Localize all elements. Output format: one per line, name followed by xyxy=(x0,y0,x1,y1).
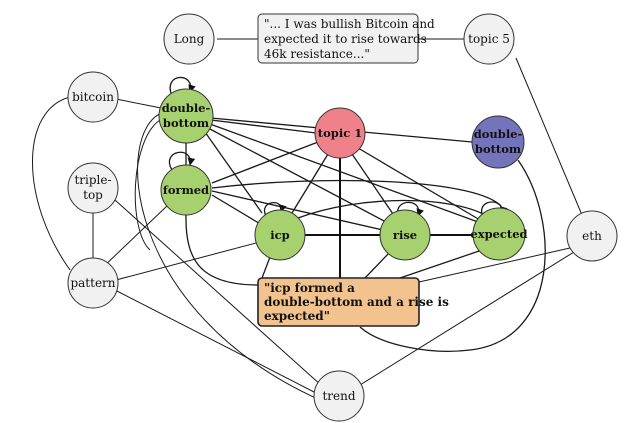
node-double-bottom-blue-line2: bottom xyxy=(475,142,521,156)
node-double-bottom-blue-line1: double- xyxy=(474,127,523,141)
bottom-quote-line2: double-bottom and a rise is xyxy=(264,295,449,309)
node-double-bottom-green: double- bottom xyxy=(158,88,214,144)
edge-eth-trend xyxy=(359,251,575,386)
bottom-quote-line1: "icp formed a xyxy=(264,281,355,295)
top-quote-line1: "... I was bullish Bitcoin and xyxy=(264,17,435,31)
edge-formed-pattern xyxy=(99,204,169,271)
node-trend: trend xyxy=(313,370,365,422)
node-expected-label: expected xyxy=(470,227,527,241)
node-icp-label: icp xyxy=(270,228,289,242)
node-double-bottom-green-line2: bottom xyxy=(163,116,209,130)
node-formed: formed xyxy=(160,164,212,216)
edge-bitcoin-doublebottom xyxy=(115,98,162,109)
edge-rise-note xyxy=(364,251,391,279)
edge-formed-expected xyxy=(211,179,501,206)
node-long-label: Long xyxy=(174,32,205,46)
top-quote-line2: expected it to rise towards xyxy=(264,32,427,46)
node-topic5: topic 5 xyxy=(463,13,515,65)
node-topic1: topic 1 xyxy=(314,107,366,159)
node-topic1-label: topic 1 xyxy=(318,126,362,140)
node-bitcoin-label: bitcoin xyxy=(72,90,114,104)
node-double-bottom-green-line1: double- xyxy=(162,101,211,115)
node-triple-top-line1: triple- xyxy=(74,173,111,187)
node-rise-label: rise xyxy=(393,228,417,242)
edge-topic1-expected xyxy=(357,147,481,221)
edge-eth-note xyxy=(418,247,571,283)
edge-formed-note xyxy=(185,213,259,286)
edge-db-topic1 xyxy=(210,119,317,134)
node-eth-label: eth xyxy=(582,229,602,243)
loop-icp xyxy=(263,202,287,217)
loop-formed xyxy=(168,151,196,171)
edge-db-loop-left xyxy=(134,119,161,251)
node-eth: eth xyxy=(566,210,618,262)
node-pattern: pattern xyxy=(67,257,119,309)
edge-topic1-icp xyxy=(291,153,329,214)
node-long: Long xyxy=(163,13,215,65)
edges xyxy=(32,38,583,401)
edge-formed-rise xyxy=(211,190,384,231)
edge-expected-note xyxy=(399,249,483,279)
bottom-quote-box: "icp formed a double-bottom and a rise i… xyxy=(257,277,449,327)
node-trend-label: trend xyxy=(322,389,355,403)
edge-tripletop-trend xyxy=(114,199,323,387)
edge-pattern-trend xyxy=(114,289,317,394)
edge-icp-note xyxy=(261,256,271,279)
node-double-bottom-blue: double- bottom xyxy=(471,115,525,169)
node-bitcoin: bitcoin xyxy=(67,71,119,123)
node-topic5-label: topic 5 xyxy=(468,32,510,46)
edge-db-icp xyxy=(204,131,263,214)
bottom-quote-line3: expected" xyxy=(264,309,330,323)
edge-db-rise xyxy=(207,127,387,223)
edge-db-expected xyxy=(209,123,479,223)
top-quote-line3: 46k resistance..." xyxy=(264,47,370,61)
edge-formed-topic1 xyxy=(211,141,319,184)
top-quote-box: "... I was bullish Bitcoin and expected … xyxy=(257,13,435,64)
edge-bitcoin-pattern xyxy=(32,96,71,271)
edge-topic5-eth xyxy=(515,57,583,216)
loop-double-bottom xyxy=(169,76,196,97)
node-formed-label: formed xyxy=(163,183,209,197)
node-triple-top-line2: top xyxy=(83,188,103,202)
edge-icp-expected xyxy=(297,199,488,219)
edge-icp-pattern xyxy=(115,242,257,281)
node-icp: icp xyxy=(254,209,306,261)
edge-db2-note xyxy=(359,159,546,352)
node-rise: rise xyxy=(379,209,431,261)
edge-formed-icp xyxy=(211,194,263,226)
edge-topic1-rise xyxy=(351,153,394,215)
node-triple-top: triple- top xyxy=(67,162,119,214)
node-pattern-label: pattern xyxy=(70,276,115,290)
node-expected: expected xyxy=(470,207,528,261)
